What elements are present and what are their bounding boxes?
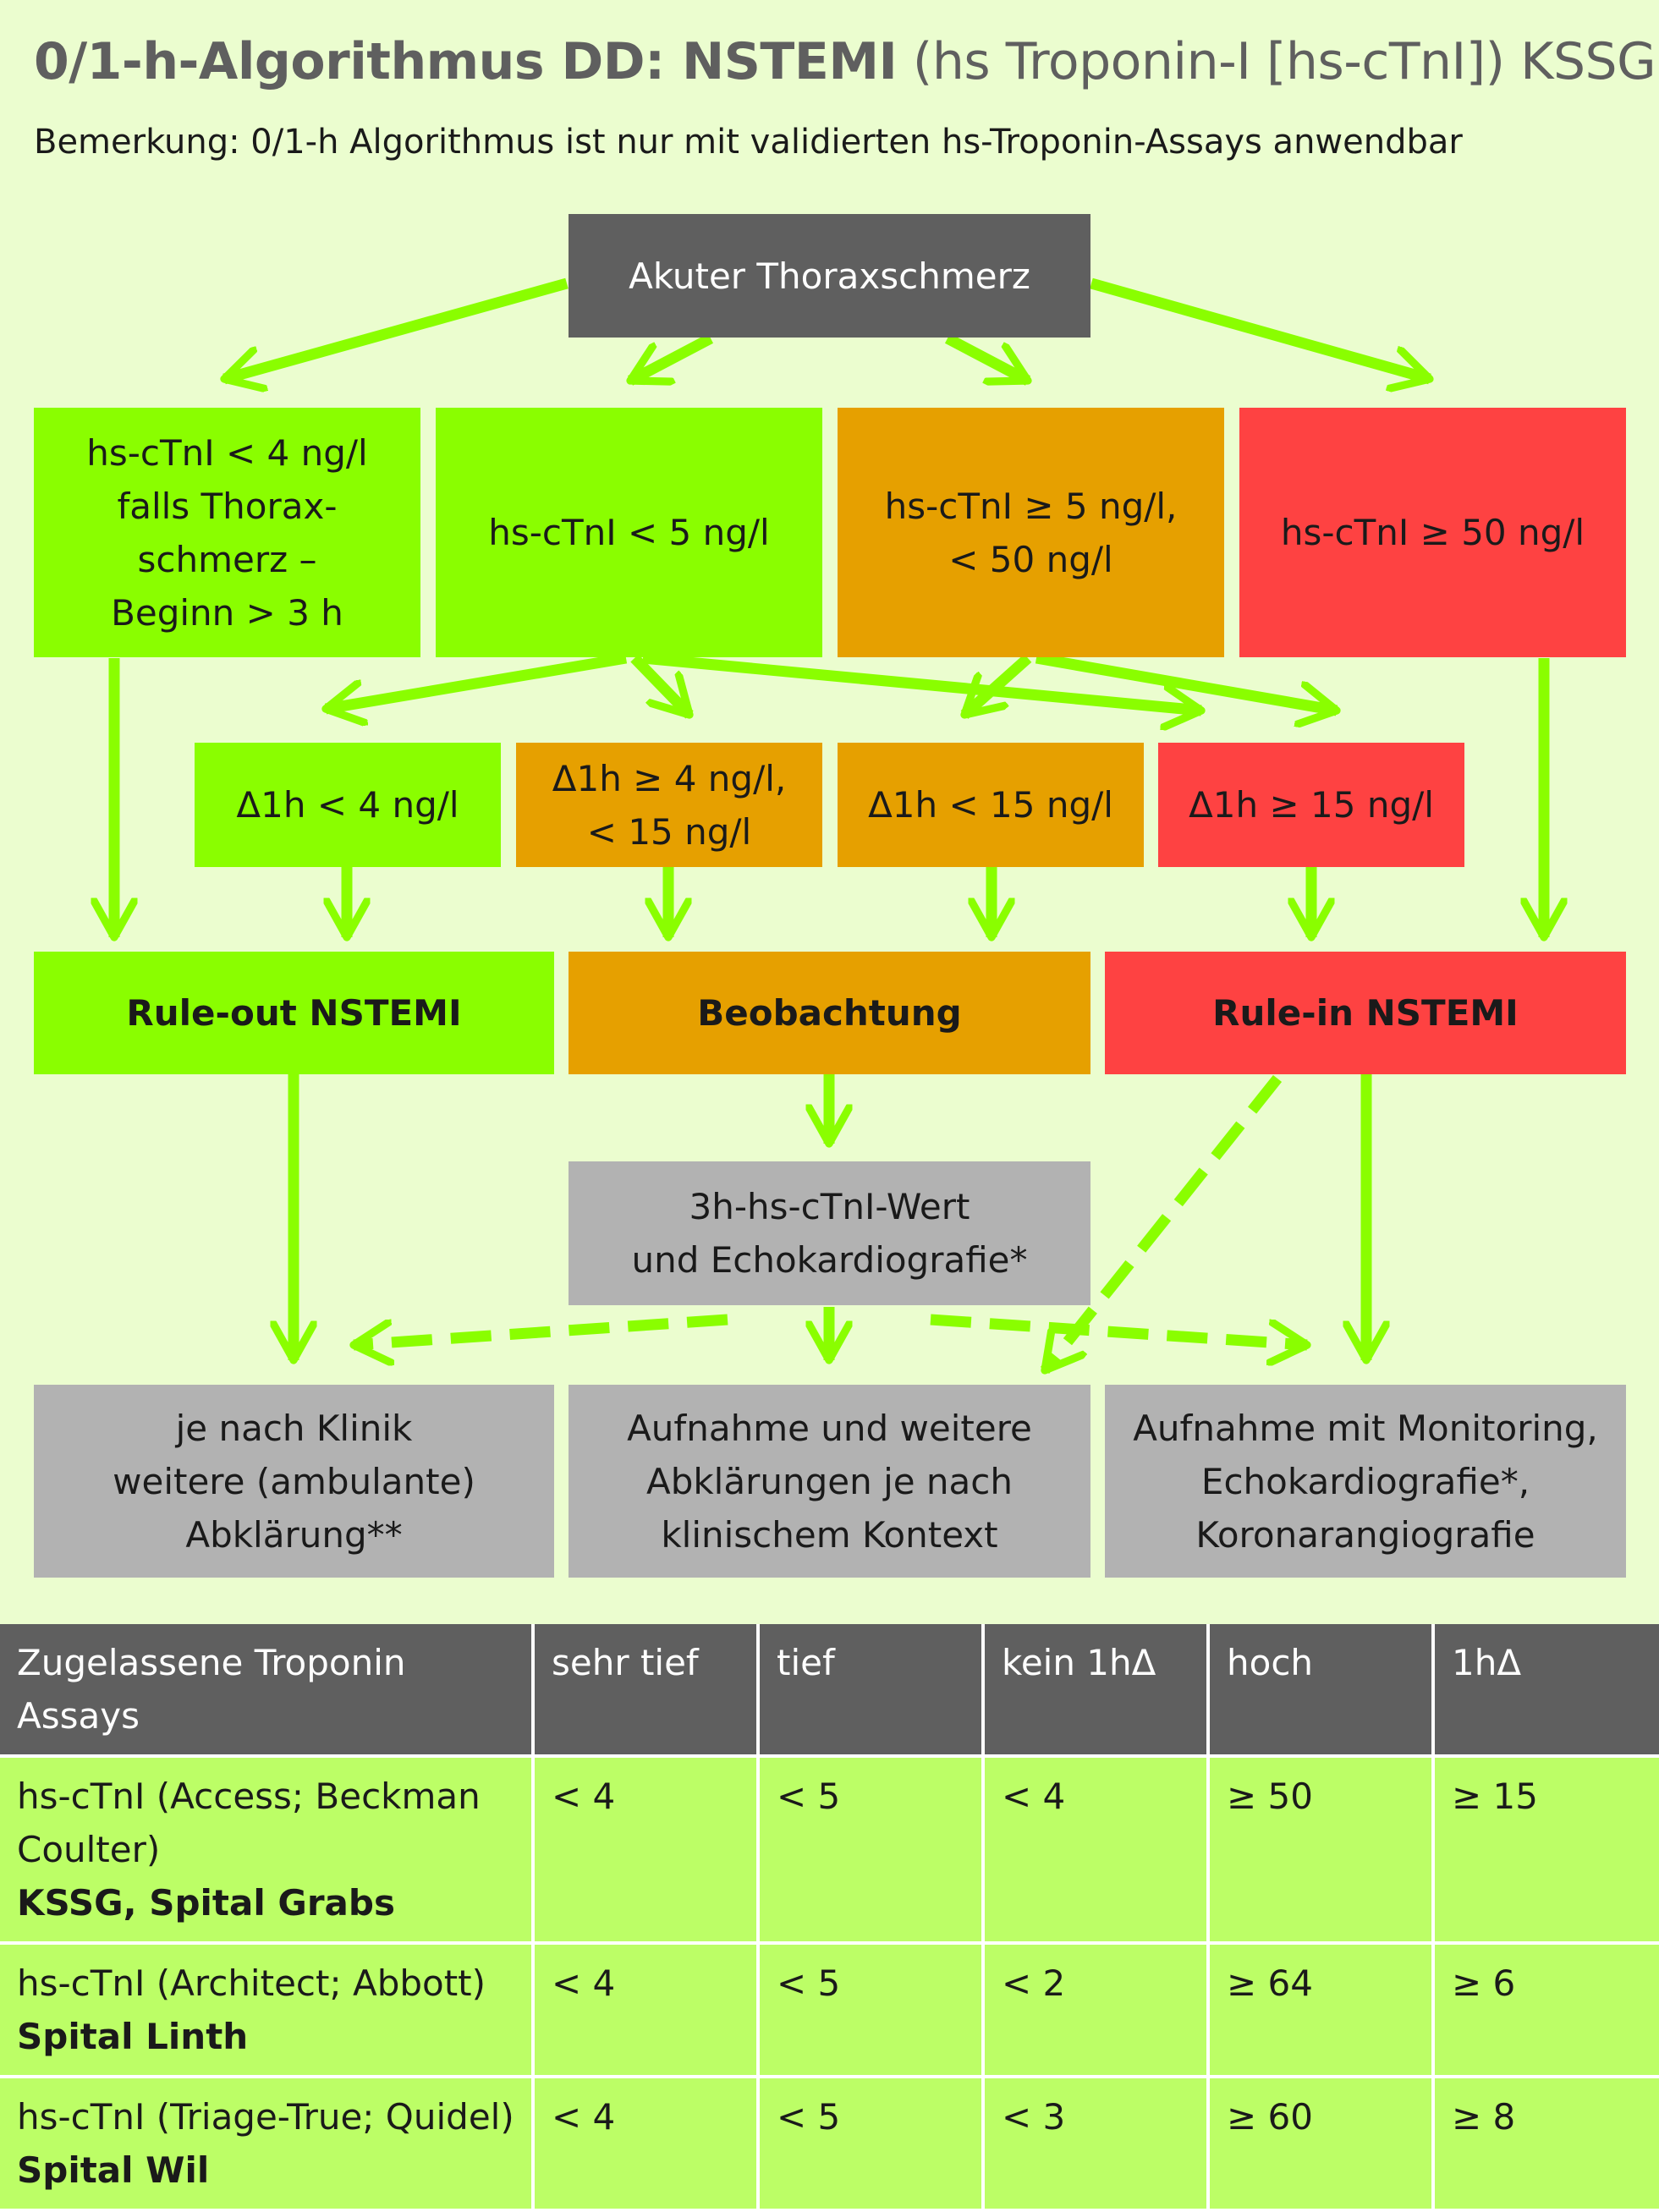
box-followup: 3h-hs-cTnI-Wert und Echokardiografie* xyxy=(569,1161,1090,1305)
box-final-2: Aufnahme und weitere Abklärungen je nach… xyxy=(569,1385,1090,1578)
assay-name: hs-cTnI (Triage-True; Quidel) xyxy=(17,2096,514,2138)
arrow-init2-delta1 xyxy=(326,652,628,709)
arrow-init3-delta4 xyxy=(1035,652,1337,711)
box-delta-2-line-2: < 15 ng/l xyxy=(586,810,752,853)
box-final-1-line-1: je nach Klinik xyxy=(175,1407,413,1449)
assay-site: Spital Linth xyxy=(17,2016,249,2057)
box-final-2-line-1: Aufnahme und weitere xyxy=(627,1407,1032,1449)
box-delta-2: Δ1h ≥ 4 ng/l, < 15 ng/l xyxy=(516,743,822,867)
table-row: hs-cTnI (Architect; Abbott)Spital Linth … xyxy=(0,1943,1659,2078)
arrow-dashed-followup-final1 xyxy=(354,1314,728,1345)
table-cell: < 4 xyxy=(983,1756,1210,1945)
box-delta-3: Δ1h < 15 ng/l xyxy=(838,743,1144,867)
table-cell-assay: hs-cTnI (Triage-True; Quidel) Spital Wil xyxy=(0,2077,535,2212)
table-row: hs-cTnI (Triage-True; Quidel) Spital Wil… xyxy=(0,2077,1659,2212)
table-cell: < 4 xyxy=(533,1943,760,2078)
table-cell-assay: hs-cTnI (Access; Beckman Coulter) KSSG, S… xyxy=(0,1756,535,1945)
arrow-start-3 xyxy=(944,333,1028,381)
box-initial-1: hs-cTnI < 4 ng/l falls Thorax- schmerz –… xyxy=(34,408,420,657)
box-initial-1-line-1: hs-cTnI < 4 ng/l xyxy=(86,431,368,474)
table-header-cell: hoch xyxy=(1208,1624,1435,1758)
table-cell: < 5 xyxy=(758,2077,985,2212)
table-cell: < 5 xyxy=(758,1943,985,2078)
box-final-2-line-3: klinischem Kontext xyxy=(661,1513,998,1556)
table-cell: ≥ 6 xyxy=(1433,1943,1659,2078)
box-followup-line-1: 3h-hs-cTnI-Wert xyxy=(689,1186,970,1227)
box-initial-3-line-2: < 50 ng/l xyxy=(948,538,1113,580)
flow-arrows xyxy=(0,277,1659,1590)
arrow-init2-delta2 xyxy=(630,654,694,715)
box-start: Akuter Thoraxschmerz xyxy=(569,214,1090,338)
table-header-row: Zugelassene Troponin Assays sehr tief ti… xyxy=(0,1624,1659,1758)
table-row: hs-cTnI (Access; Beckman Coulter) KSSG, S… xyxy=(0,1756,1659,1945)
assay-site: KSSG, Spital Grabs xyxy=(17,1882,395,1924)
box-final-2-line-2: Abklärungen je nach xyxy=(645,1460,1013,1502)
box-rule-in: Rule-in NSTEMI xyxy=(1105,952,1626,1074)
remark: Bemerkung: 0/1-h Algorithmus ist nur mit… xyxy=(34,123,1463,162)
box-final-3-line-3: Koronarangiografie xyxy=(1195,1513,1535,1556)
table-cell-assay: hs-cTnI (Architect; Abbott) Spital Linth xyxy=(0,1943,535,2078)
arrow-start-1 xyxy=(224,277,569,379)
box-initial-1-line-4: Beginn > 3 h xyxy=(111,591,343,634)
box-delta-2-line-1: Δ1h ≥ 4 ng/l, xyxy=(552,757,787,799)
arrow-init2-delta3 xyxy=(642,652,1201,711)
arrow-dashed-followup-final3 xyxy=(930,1314,1307,1345)
table-header-cell: kein 1hΔ xyxy=(983,1624,1210,1758)
arrow-dashed-rulein-final2 xyxy=(1040,1074,1283,1370)
table-cell: ≥ 15 xyxy=(1433,1756,1659,1945)
box-final-3: Aufnahme mit Monitoring, Echokardiografi… xyxy=(1105,1385,1626,1578)
assay-name: hs-cTnI (Architect; Abbott) xyxy=(17,1962,486,2004)
table-cell: ≥ 64 xyxy=(1208,1943,1435,2078)
box-observation: Beobachtung xyxy=(569,952,1090,1074)
box-initial-1-line-2: falls Thorax- xyxy=(117,485,338,527)
box-initial-2: hs-cTnI < 5 ng/l xyxy=(436,408,822,657)
table-cell: ≥ 50 xyxy=(1208,1756,1435,1945)
box-observation-text: Beobachtung xyxy=(697,992,962,1034)
assay-site: Spital Wil xyxy=(17,2149,210,2191)
box-rule-out: Rule-out NSTEMI xyxy=(34,952,554,1074)
title-bold: 0/1-h-Algorithmus DD: NSTEMI xyxy=(34,32,898,91)
box-start-text: Akuter Thoraxschmerz xyxy=(629,255,1030,297)
box-delta-3-line-1: Δ1h < 15 ng/l xyxy=(868,784,1113,826)
box-final-3-line-1: Aufnahme mit Monitoring, xyxy=(1133,1407,1598,1449)
assay-table: Zugelassene Troponin Assays sehr tief ti… xyxy=(0,1624,1659,2212)
box-delta-4: Δ1h ≥ 15 ng/l xyxy=(1158,743,1464,867)
table-header-cell: tief xyxy=(758,1624,985,1758)
arrow-start-4 xyxy=(1090,277,1430,379)
box-rule-in-text: Rule-in NSTEMI xyxy=(1212,992,1519,1034)
box-final-1: je nach Klinik weitere (ambulante) Abklä… xyxy=(34,1385,554,1578)
table-cell: < 3 xyxy=(983,2077,1210,2212)
box-initial-4-line-1: hs-cTnI ≥ 50 ng/l xyxy=(1280,512,1585,553)
box-initial-2-line-1: hs-cTnI < 5 ng/l xyxy=(488,512,770,553)
table-cell: < 4 xyxy=(533,2077,760,2212)
assay-name: hs-cTnI (Access; Beckman Coulter) xyxy=(17,1776,481,1870)
box-final-3-line-2: Echokardiografie*, xyxy=(1200,1460,1530,1502)
table-cell: ≥ 60 xyxy=(1208,2077,1435,2212)
table-header-cell: 1hΔ xyxy=(1433,1624,1659,1758)
box-delta-4-line-1: Δ1h ≥ 15 ng/l xyxy=(1189,784,1434,826)
title-rest: (hs Troponin-I [hs-cTnI]) KSSG xyxy=(897,32,1656,91)
page-title: 0/1-h-Algorithmus DD: NSTEMI (hs Troponi… xyxy=(34,32,1656,91)
box-initial-4: hs-cTnI ≥ 50 ng/l xyxy=(1239,408,1626,657)
box-final-1-line-2: weitere (ambulante) xyxy=(113,1460,475,1502)
table-cell: ≥ 8 xyxy=(1433,2077,1659,2212)
box-delta-1: Δ1h < 4 ng/l xyxy=(195,743,501,867)
table-cell: < 5 xyxy=(758,1756,985,1945)
box-initial-3-line-1: hs-cTnI ≥ 5 ng/l, xyxy=(884,485,1178,527)
table-cell: < 2 xyxy=(983,1943,1210,2078)
table-header-cell: sehr tief xyxy=(533,1624,760,1758)
table-cell: < 4 xyxy=(533,1756,760,1945)
box-final-1-line-3: Abklärung** xyxy=(185,1513,403,1556)
table-header-cell: Zugelassene Troponin Assays xyxy=(0,1624,535,1758)
box-delta-1-line-1: Δ1h < 4 ng/l xyxy=(236,784,459,826)
box-followup-line-2: und Echokardiografie* xyxy=(631,1239,1028,1281)
box-initial-1-line-3: schmerz – xyxy=(137,538,317,580)
box-initial-3: hs-cTnI ≥ 5 ng/l, < 50 ng/l xyxy=(838,408,1224,657)
box-rule-out-text: Rule-out NSTEMI xyxy=(126,992,462,1034)
arrow-start-2 xyxy=(630,333,714,381)
